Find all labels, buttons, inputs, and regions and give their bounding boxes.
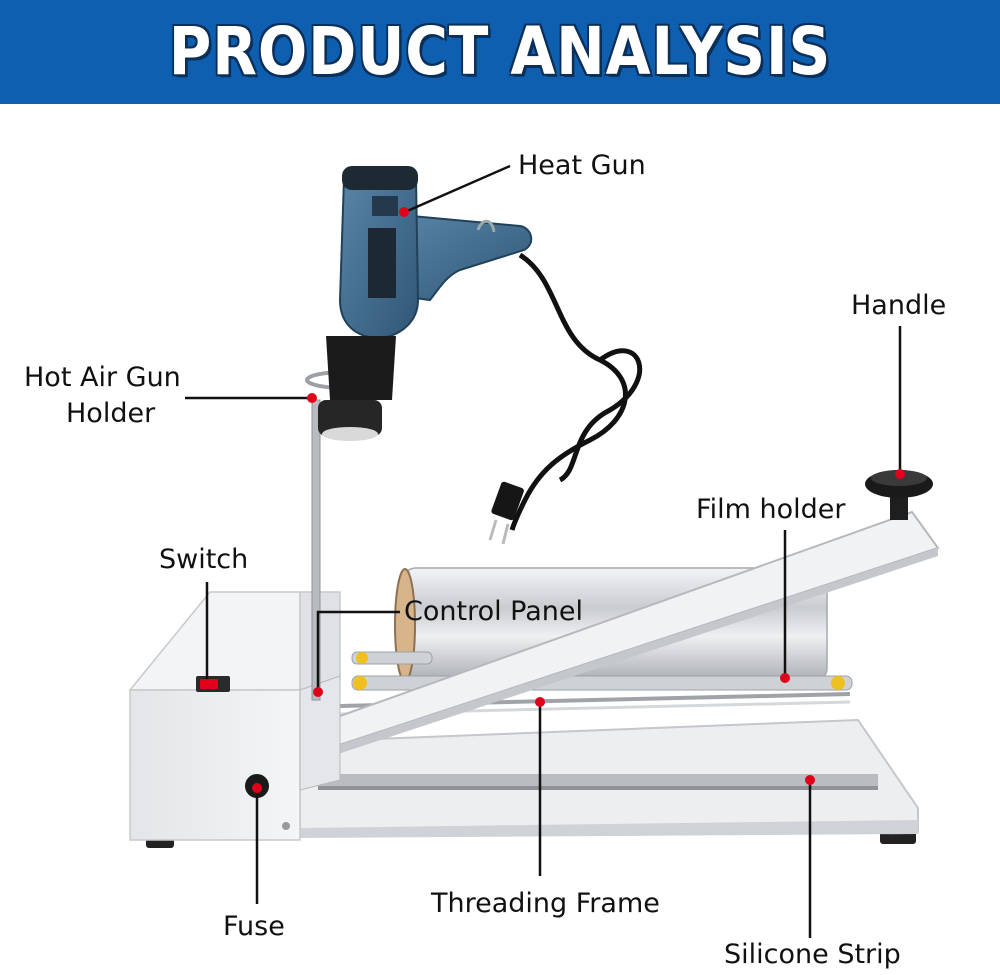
heat-gun	[318, 166, 642, 545]
control-box-top	[128, 591, 301, 691]
gun-handle	[388, 212, 533, 302]
leader-lines	[185, 164, 902, 938]
roller-cap-left	[353, 676, 367, 690]
arm-pivot	[299, 675, 341, 791]
power-plug	[491, 481, 524, 521]
plug-pin-2	[501, 523, 510, 545]
leader-control-panel	[316, 610, 400, 692]
label-hot-air-gun-holder-line2: Holder	[66, 398, 156, 429]
gun-nozzle-collar	[326, 336, 396, 400]
label-silicone-strip: Silicone Strip	[724, 939, 901, 970]
gun-vents	[372, 196, 398, 216]
marker-handle	[895, 469, 905, 479]
page-title: PRODUCT ANALYSIS	[168, 13, 832, 90]
arm-bar-underside	[318, 548, 938, 760]
gun-trigger-hook	[476, 219, 496, 233]
marker-fuse	[252, 783, 262, 793]
gun-nozzle-opening	[322, 427, 378, 441]
marker-switch	[202, 679, 212, 689]
callout-markers	[202, 207, 905, 793]
silicone-strip-shadow	[318, 786, 878, 790]
label-threading-frame: Threading Frame	[431, 888, 660, 919]
marker-film-holder	[780, 673, 790, 683]
marker-hot-air-gun-holder	[307, 393, 317, 403]
upper-roller-cap	[356, 652, 368, 664]
gun-rear-cap	[342, 166, 418, 190]
plug-pin-1	[488, 519, 498, 541]
label-heat-gun: Heat Gun	[518, 150, 646, 181]
sealing-arm	[299, 470, 940, 791]
power-cable-coil	[558, 348, 642, 483]
product-diagram	[128, 164, 940, 938]
fuse-screw	[282, 822, 290, 830]
leader-heat-gun	[404, 164, 511, 214]
label-fuse: Fuse	[223, 911, 285, 942]
gun-label-plate	[368, 228, 396, 298]
base-plate-edge	[300, 820, 918, 838]
header-banner	[0, 0, 1000, 104]
label-control-panel: Control Panel	[404, 596, 584, 627]
marker-threading-frame	[535, 697, 545, 707]
control-box-front	[129, 689, 301, 841]
silicone-strip-bar	[318, 774, 878, 786]
roller-cap-right	[831, 676, 845, 690]
marker-silicone-strip	[805, 775, 815, 785]
gun-nozzle-tip	[318, 400, 382, 436]
label-handle: Handle	[851, 290, 947, 321]
marker-control-panel	[313, 687, 323, 697]
power-cable	[509, 252, 628, 531]
label-hot-air-gun-holder-line1: Hot Air Gun	[24, 362, 181, 393]
label-switch: Switch	[159, 544, 249, 575]
marker-heat-gun	[399, 207, 409, 217]
machine-base	[128, 591, 919, 848]
label-film-holder: Film holder	[696, 494, 846, 525]
upper-roller	[351, 651, 433, 665]
